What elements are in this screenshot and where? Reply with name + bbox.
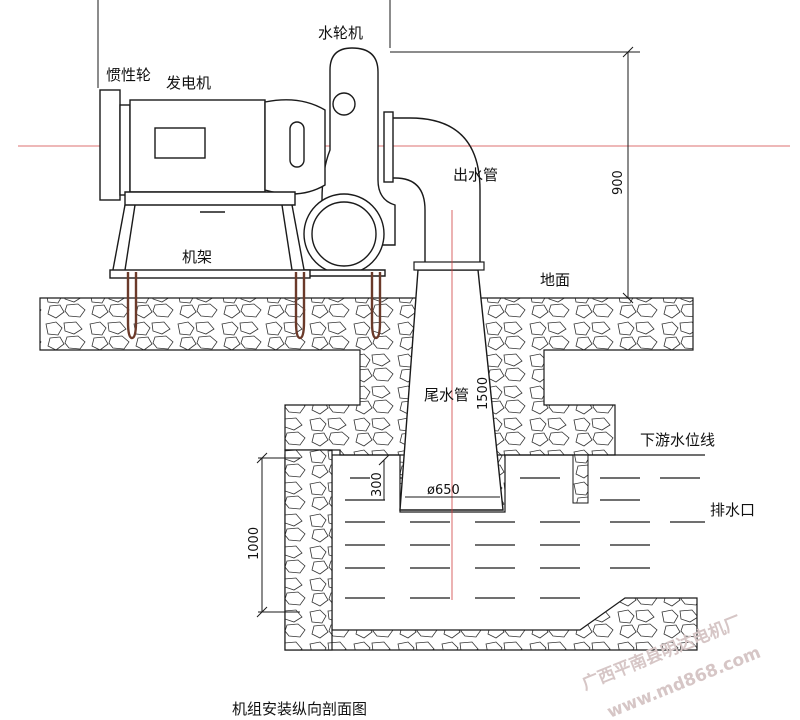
frame-label: 机架 [182,248,212,266]
caption: 机组安装纵向剖面图 [232,700,367,718]
outlet-pipe-label: 出水管 [453,166,498,184]
dim-300-label: 300 [370,472,385,497]
turbine [303,47,396,277]
drain-outlet-label: 排水口 [710,501,755,519]
dim-1000-label: 1000 [247,527,262,560]
generator [99,89,326,213]
flywheel-label: 惯性轮 [106,66,151,84]
diameter-label: ø650 [427,483,460,498]
ground-label: 地面 [540,271,570,289]
dimension-300 [378,454,390,500]
tailwater [332,454,705,599]
draft-tube-label: 尾水管 [424,386,469,404]
outlet-pipe [383,111,481,262]
frame [109,191,311,279]
dim-1500-label: 1500 [476,377,491,410]
foundation [39,297,698,651]
dimension-900 [390,46,640,304]
draft-tube [399,210,504,600]
turbine-label: 水轮机 [318,24,363,42]
generator-label: 发电机 [166,74,211,92]
anchor-bolts [126,272,382,340]
dim-900-label: 900 [611,170,626,195]
dimension-1000 [256,452,300,618]
tailwater-level-label: 下游水位线 [640,431,715,449]
